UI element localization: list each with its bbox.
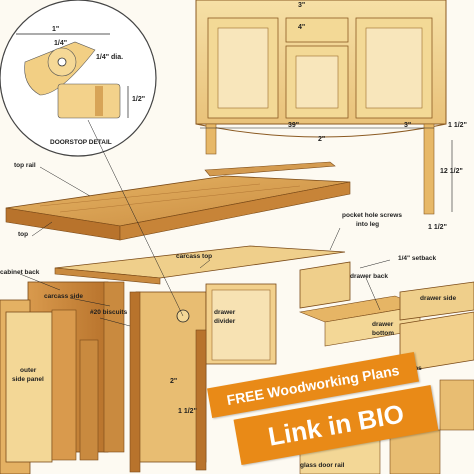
label-dim-one-half: 1 1/2" [178,408,197,415]
label-pocket-hole: pocket hole screws [342,212,402,219]
label-drawer-bottom-2: bottom [372,330,395,337]
label-carcass-side: carcass side [44,293,84,300]
label-drawer-back: drawer back [350,273,388,280]
label-into-leg: into leg [356,221,380,228]
label-outer-2: side panel [12,376,44,383]
elev-dim-side-top: 1 1/2" [448,122,467,129]
cabinet-top [5,161,351,241]
label-top-rail: top rail [14,162,36,169]
label-drawer-side: drawer side [420,295,457,302]
label-carcass-top: carcass top [176,253,213,260]
label-divider-1: drawer [214,309,236,316]
detail-width-label: 1" [52,26,60,33]
elev-dim-center: 2" [318,136,326,143]
outer-side-panel [0,299,99,474]
label-drawer-bottom-1: drawer [372,321,394,328]
elev-dim-leg: 12 1/2" [440,168,463,175]
detail-quarter-label: 1/4" [54,40,68,47]
elev-dim-end: 3" [404,122,412,129]
label-top: top [18,231,29,238]
elev-dim-leg-bottom: 1 1/2" [428,224,447,231]
carcass-top [54,245,346,285]
label-divider-2: divider [214,318,236,325]
elev-dim-door: 4" [298,24,306,31]
label-cabinet-back: cabinet back [0,269,40,276]
detail-hole-label: 1/4" dia. [96,54,124,61]
leader-lines [19,119,391,327]
label-outer-1: outer [20,367,37,374]
elev-dim-top: 3" [298,2,306,9]
detail-half-label: 1/2" [132,96,146,103]
label-setback: 1/4" setback [398,255,437,262]
label-glass-door-rail: glass door rail [300,462,345,469]
label-biscuits: #20 biscuits [90,309,128,316]
elev-dim-length: 39" [288,122,300,129]
doorstop-detail [0,0,157,157]
detail-title: DOORSTOP DETAIL [50,139,112,146]
front-elevation [195,0,453,215]
label-dim-two: 2" [170,378,178,385]
